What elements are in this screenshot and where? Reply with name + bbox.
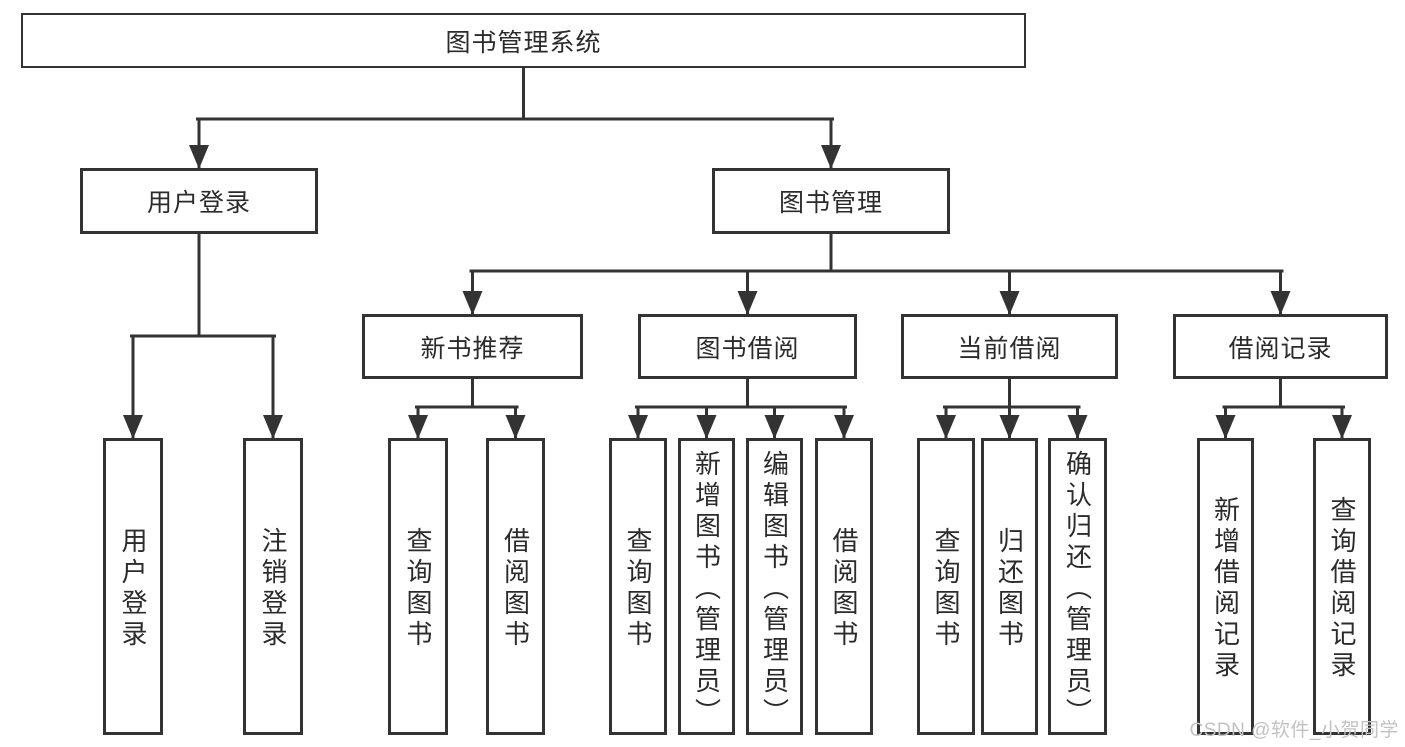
node-label-leaf-confirm-return-admin: 确认归还（管理员） [1062,449,1093,729]
node-label-leaf-user-login: 用户登录 [118,527,148,651]
node-label-leaf-query-books-borrow: 查询图书 [623,527,653,651]
node-box-library-system: 图书管理系统 [21,13,1026,68]
connector-book-borrow-children [628,377,854,439]
node-label-leaf-borrow-books: 借阅图书 [829,527,859,651]
node-box-leaf-borrow-books-recommend: 借阅图书 [486,438,545,735]
node-label-leaf-query-borrow-record: 查询借阅记录 [1327,496,1357,682]
node-label-leaf-query-books-current: 查询图书 [931,527,961,651]
connector-current-borrow-children [936,377,1088,439]
connector-root-to-level2 [189,66,841,169]
node-box-leaf-logout: 注销登录 [243,438,303,735]
node-label-leaf-query-books-recommend: 查询图书 [403,527,433,651]
node-label-borrow-records: 借阅记录 [1228,334,1333,363]
node-box-leaf-query-books-current: 查询图书 [917,438,975,735]
node-label-leaf-logout: 注销登录 [258,527,288,651]
node-label-leaf-add-book-admin: 新增图书（管理员） [691,449,722,729]
connector-new-book-recommend-children [408,377,526,439]
node-label-leaf-add-borrow-record: 新增借阅记录 [1210,496,1241,682]
node-label-book-borrow: 图书借阅 [695,334,800,363]
connector-borrow-records-children [1215,377,1352,439]
node-label-leaf-borrow-books-recommend: 借阅图书 [500,527,531,651]
node-box-book-borrow: 图书借阅 [638,314,857,379]
node-box-leaf-return-books: 归还图书 [981,438,1038,735]
node-box-borrow-records: 借阅记录 [1173,314,1388,379]
node-box-leaf-query-borrow-record: 查询借阅记录 [1313,438,1371,735]
node-label-user-login: 用户登录 [146,189,251,217]
node-box-leaf-user-login: 用户登录 [103,438,163,735]
node-box-leaf-edit-book-admin: 编辑图书（管理员） [746,438,803,735]
node-box-book-management: 图书管理 [712,168,950,234]
node-label-current-borrow: 当前借阅 [957,334,1062,363]
node-label-library-system: 图书管理系统 [445,28,602,57]
node-label-book-management: 图书管理 [778,189,883,217]
node-box-new-book-recommend: 新书推荐 [362,314,583,379]
connector-book-management-to-level3 [462,232,1291,315]
node-label-leaf-return-books: 归还图书 [994,527,1025,651]
connector-user-login-children [123,232,283,439]
node-box-leaf-add-borrow-record: 新增借阅记录 [1197,438,1254,735]
node-box-leaf-add-book-admin: 新增图书（管理员） [678,438,735,735]
node-box-leaf-query-books-recommend: 查询图书 [388,438,448,735]
node-box-leaf-confirm-return-admin: 确认归还（管理员） [1048,438,1107,735]
node-label-new-book-recommend: 新书推荐 [420,334,525,363]
node-box-leaf-borrow-books: 借阅图书 [815,438,873,735]
node-box-user-login: 用户登录 [80,168,318,234]
node-label-leaf-edit-book-admin: 编辑图书（管理员） [759,449,790,729]
node-box-current-borrow: 当前借阅 [901,314,1118,379]
node-box-leaf-query-books-borrow: 查询图书 [609,438,667,735]
csdn-watermark: CSDN @软件_小贺同学 [1189,720,1399,741]
